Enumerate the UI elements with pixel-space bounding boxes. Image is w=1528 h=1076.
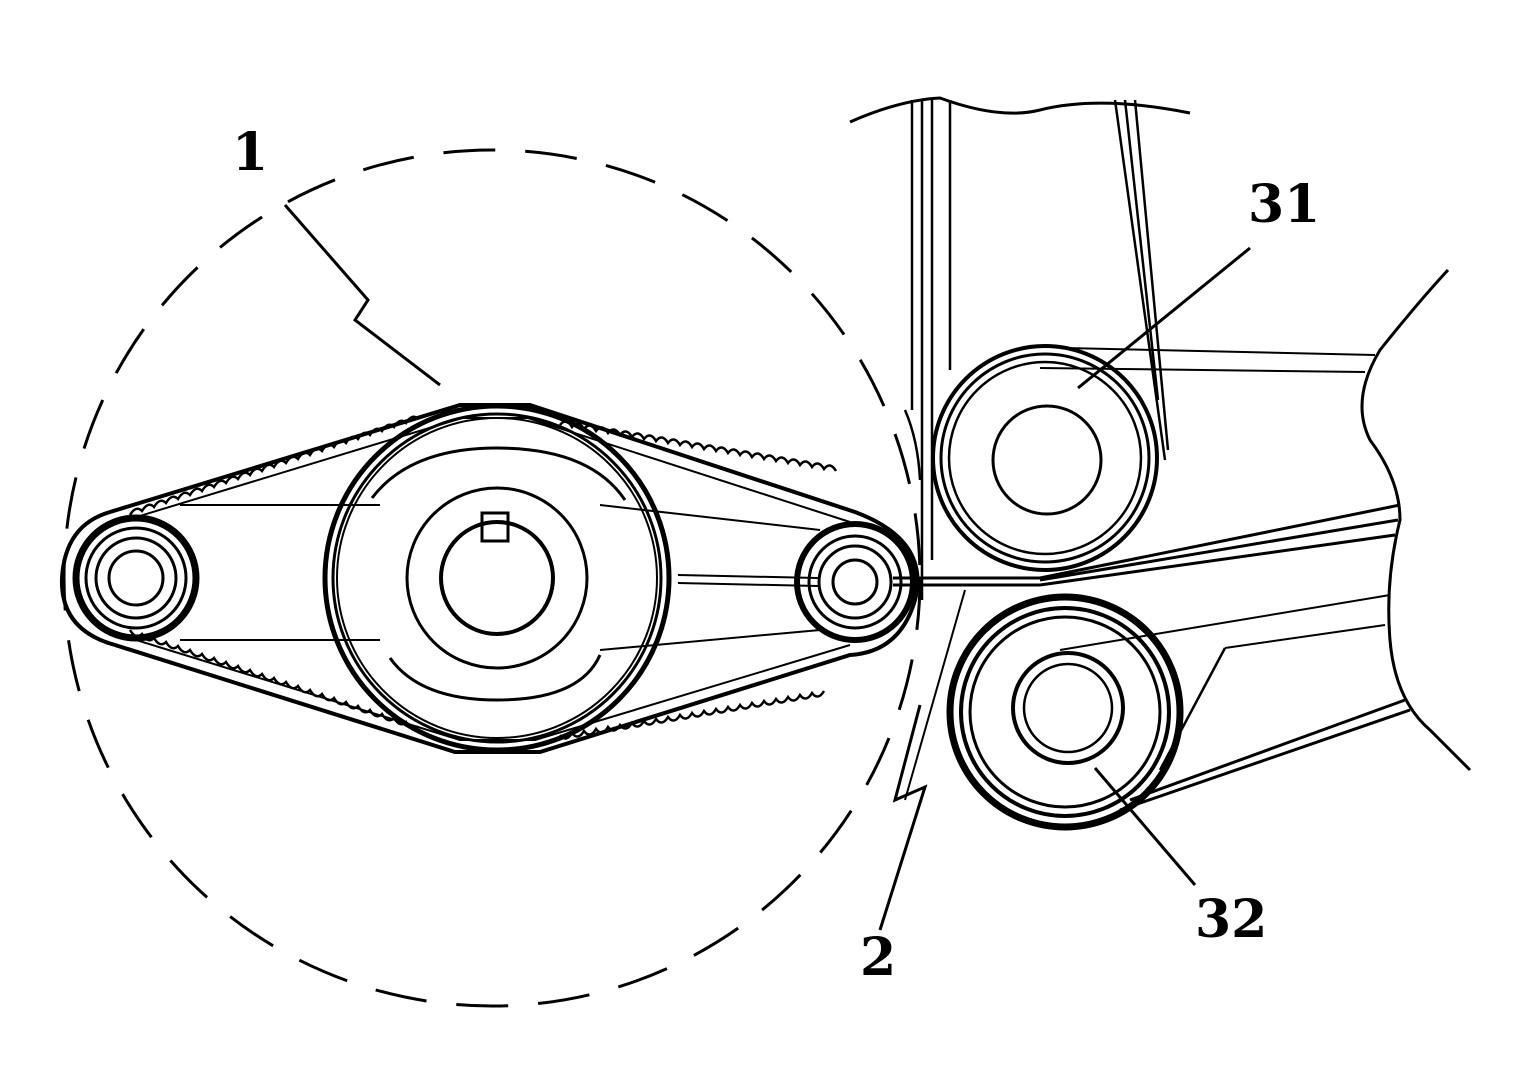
right-pulley [797, 524, 913, 640]
label-2: 2 [860, 927, 896, 988]
keyway-square [482, 513, 508, 541]
lower-roller-32 [950, 597, 1180, 827]
belt-inner-outline [120, 418, 850, 740]
label-1: 1 [232, 122, 268, 183]
right-frame [1040, 270, 1470, 810]
label-31: 31 [1248, 174, 1320, 235]
left-pulley [76, 518, 196, 638]
leader-line-32 [1095, 768, 1195, 885]
upper-roller-31 [933, 346, 1157, 570]
belt-drive-assembly [62, 405, 918, 752]
leader-line-1 [285, 205, 440, 385]
leader-line-31 [1078, 248, 1250, 388]
label-32: 32 [1195, 889, 1267, 950]
leader-line-2 [880, 705, 925, 930]
bracket-arm [180, 505, 820, 650]
central-gear [325, 406, 669, 750]
